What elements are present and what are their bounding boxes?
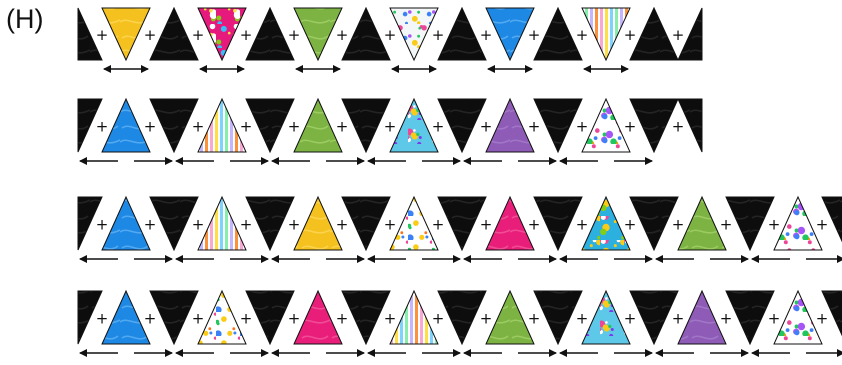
plus-sign: + <box>336 310 349 328</box>
plus-sign: + <box>240 310 253 328</box>
plus-sign: + <box>96 216 109 234</box>
plus-sign: + <box>336 216 349 234</box>
plus-sign: + <box>192 216 205 234</box>
plus-sign: + <box>384 118 397 136</box>
triangle-row-3: +++++++++++++++++ <box>78 197 842 259</box>
plus-sign: + <box>384 216 397 234</box>
plus-sign: + <box>144 216 157 234</box>
plus-sign: + <box>480 26 493 44</box>
plus-sign: + <box>96 118 109 136</box>
triangle-row-1: + + + + + + + + + + + + + <box>78 8 702 69</box>
plus-sign: + <box>672 26 685 44</box>
plus-sign: + <box>576 216 589 234</box>
plus-sign: + <box>192 118 205 136</box>
plus-sign: + <box>576 26 589 44</box>
plus-sign: + <box>144 310 157 328</box>
plus-sign: + <box>576 118 589 136</box>
plus-sign: + <box>240 118 253 136</box>
plus-sign: + <box>432 118 445 136</box>
plus-sign: + <box>288 216 301 234</box>
plus-sign: + <box>816 310 829 328</box>
plus-sign: + <box>96 26 109 44</box>
plus-sign: + <box>672 216 685 234</box>
plus-sign: + <box>624 310 637 328</box>
plus-sign: + <box>672 310 685 328</box>
plus-sign: + <box>528 26 541 44</box>
plus-sign: + <box>816 216 829 234</box>
plus-sign: + <box>528 118 541 136</box>
plus-sign: + <box>192 310 205 328</box>
triangle-row-2: + + + + + + + + + + + + + <box>78 99 702 161</box>
plus-sign: + <box>480 310 493 328</box>
plus-sign: + <box>432 310 445 328</box>
plus-sign: + <box>624 216 637 234</box>
plus-sign: + <box>576 310 589 328</box>
plus-sign: + <box>192 26 205 44</box>
plus-sign: + <box>624 26 637 44</box>
plus-sign: + <box>336 26 349 44</box>
plus-sign: + <box>528 216 541 234</box>
plus-sign: + <box>768 216 781 234</box>
plus-sign: + <box>144 118 157 136</box>
plus-sign: + <box>288 26 301 44</box>
plus-sign: + <box>240 216 253 234</box>
plus-sign: + <box>480 118 493 136</box>
plus-sign: + <box>720 216 733 234</box>
plus-sign: + <box>432 216 445 234</box>
plus-sign: + <box>528 310 541 328</box>
plus-sign: + <box>480 216 493 234</box>
plus-sign: + <box>768 310 781 328</box>
plus-sign: + <box>144 26 157 44</box>
plus-sign: + <box>336 118 349 136</box>
plus-sign: + <box>672 118 685 136</box>
plus-sign: + <box>432 26 445 44</box>
plus-sign: + <box>288 118 301 136</box>
triangle-row-4: +++++++++++++++++ <box>78 291 842 353</box>
plus-sign: + <box>384 310 397 328</box>
plus-sign: + <box>240 26 253 44</box>
plus-sign: + <box>384 26 397 44</box>
plus-sign: + <box>96 310 109 328</box>
plus-sign: + <box>288 310 301 328</box>
plus-sign: + <box>624 118 637 136</box>
plus-sign: + <box>720 310 733 328</box>
